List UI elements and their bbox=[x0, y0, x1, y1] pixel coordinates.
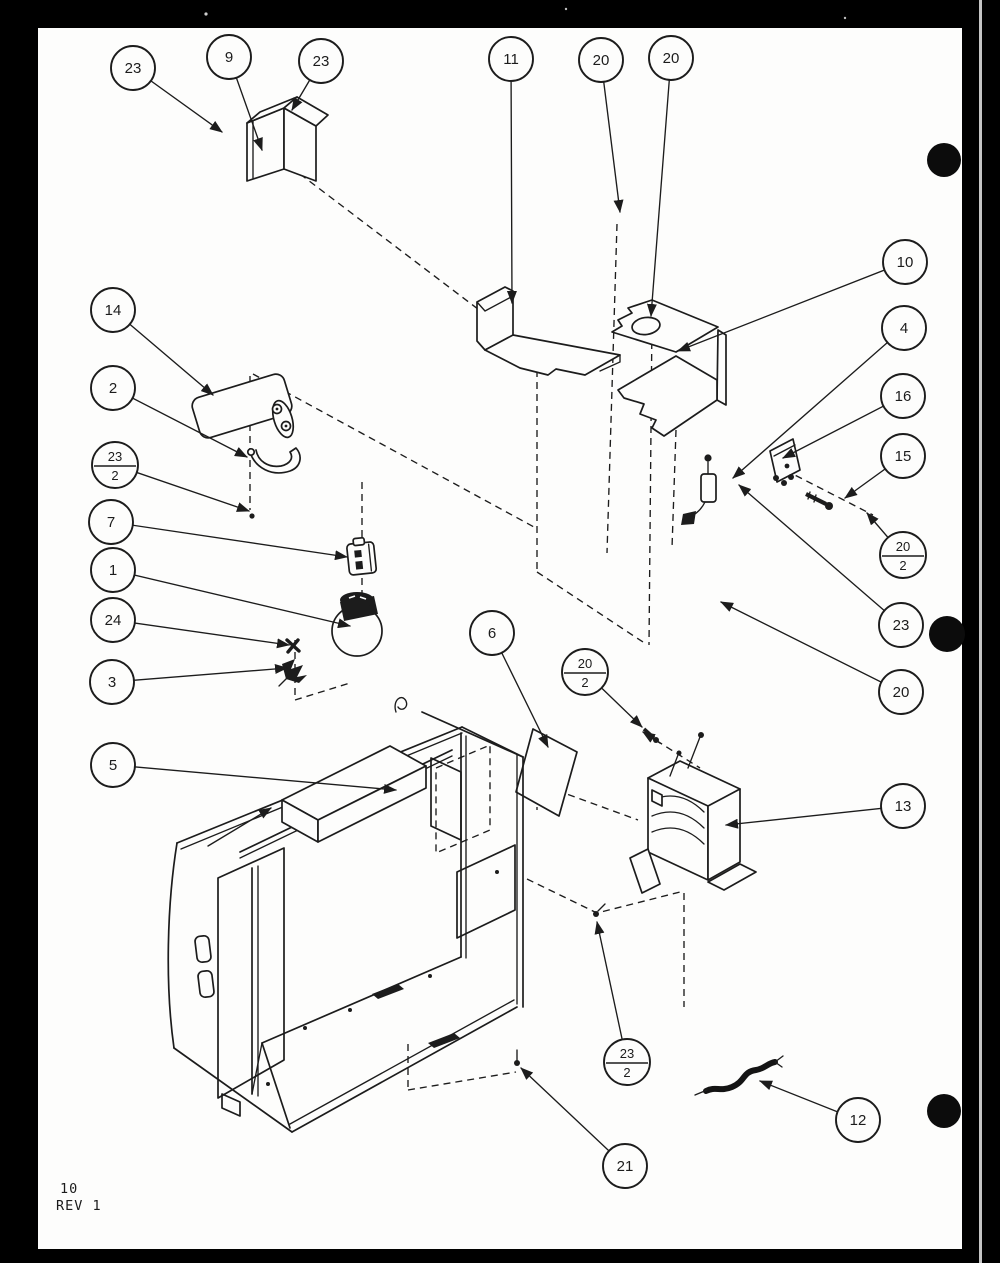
revision-label: REV 1 bbox=[56, 1198, 102, 1214]
registration-dot-bottom bbox=[927, 1094, 961, 1128]
scan-edge-sliver bbox=[979, 0, 982, 1263]
callout-4: 4 bbox=[881, 305, 927, 351]
callout-5: 5 bbox=[90, 742, 136, 788]
callout-20-right: 20 bbox=[878, 669, 924, 715]
svg-text:10: 10 bbox=[897, 254, 914, 271]
callout-12: 12 bbox=[835, 1097, 881, 1143]
callout-23-top-mid: 23 bbox=[298, 38, 344, 84]
lamp-socket-7 bbox=[346, 536, 378, 576]
svg-text:20: 20 bbox=[593, 52, 610, 69]
svg-text:23: 23 bbox=[108, 449, 122, 464]
callout-24: 24 bbox=[90, 597, 136, 643]
callout-13: 13 bbox=[880, 783, 926, 829]
svg-text:16: 16 bbox=[895, 388, 912, 405]
callout-21: 21 bbox=[602, 1143, 648, 1189]
svg-text:23: 23 bbox=[620, 1046, 634, 1061]
callout-20-2-mid: 20 2 bbox=[561, 648, 609, 696]
callout-7: 7 bbox=[88, 499, 134, 545]
callout-3: 3 bbox=[89, 659, 135, 705]
callout-2: 2 bbox=[90, 365, 136, 411]
svg-text:14: 14 bbox=[105, 302, 122, 319]
fuse-holder-4 bbox=[681, 454, 717, 525]
callout-11: 11 bbox=[488, 36, 534, 82]
svg-text:6: 6 bbox=[488, 625, 496, 642]
scan-speck bbox=[843, 16, 847, 20]
callout-14: 14 bbox=[90, 287, 136, 333]
svg-text:20: 20 bbox=[893, 684, 910, 701]
svg-text:12: 12 bbox=[850, 1112, 867, 1129]
svg-text:13: 13 bbox=[895, 798, 912, 815]
callout-16: 16 bbox=[880, 373, 926, 419]
svg-text:21: 21 bbox=[617, 1158, 634, 1175]
callout-6: 6 bbox=[469, 610, 515, 656]
callout-20-b: 20 bbox=[648, 35, 694, 81]
capacitor-14 bbox=[191, 373, 295, 439]
callout-9: 9 bbox=[206, 34, 252, 80]
callout-23-top-left: 23 bbox=[110, 45, 156, 91]
screw-23-2-target bbox=[249, 513, 255, 519]
registration-dot-top bbox=[927, 143, 961, 177]
cabinet-assembly bbox=[167, 696, 524, 1133]
svg-text:23: 23 bbox=[893, 617, 910, 634]
cover-plate-6 bbox=[515, 728, 578, 817]
clip-3 bbox=[278, 659, 307, 687]
mount-bracket-10 bbox=[611, 299, 727, 437]
transformer-13 bbox=[629, 732, 757, 894]
duct-bracket-11 bbox=[476, 286, 621, 376]
svg-text:2: 2 bbox=[623, 1065, 630, 1080]
svg-text:2: 2 bbox=[899, 558, 906, 573]
svg-text:9: 9 bbox=[225, 49, 233, 66]
screw-23-2-lower-target bbox=[593, 903, 606, 917]
svg-text:1: 1 bbox=[109, 562, 117, 579]
svg-text:7: 7 bbox=[107, 514, 115, 531]
scan-speck bbox=[204, 12, 208, 16]
svg-text:24: 24 bbox=[105, 612, 122, 629]
power-cord-12 bbox=[694, 1055, 784, 1096]
svg-text:3: 3 bbox=[108, 674, 116, 691]
scan-speck bbox=[564, 7, 568, 11]
capacitor-clamp-2 bbox=[246, 447, 301, 474]
svg-text:4: 4 bbox=[900, 320, 908, 337]
callout-20-2-right: 20 2 bbox=[879, 531, 927, 579]
svg-text:5: 5 bbox=[109, 757, 117, 774]
callout-15: 15 bbox=[880, 433, 926, 479]
svg-text:23: 23 bbox=[313, 53, 330, 70]
svg-text:2: 2 bbox=[109, 380, 117, 397]
svg-text:20: 20 bbox=[578, 656, 592, 671]
callout-23-right: 23 bbox=[878, 602, 924, 648]
svg-text:20: 20 bbox=[896, 539, 910, 554]
light-bulb-1 bbox=[331, 592, 383, 657]
callout-10: 10 bbox=[882, 239, 928, 285]
callout-20-a: 20 bbox=[578, 37, 624, 83]
svg-text:15: 15 bbox=[895, 448, 912, 465]
screw-15 bbox=[805, 491, 833, 510]
bolt-21-target bbox=[514, 1049, 520, 1066]
registration-dot-middle bbox=[929, 616, 965, 652]
svg-text:20: 20 bbox=[663, 50, 680, 67]
callout-23-2-left: 23 2 bbox=[91, 441, 139, 489]
callout-1: 1 bbox=[90, 547, 136, 593]
page-number: 10 bbox=[60, 1181, 78, 1197]
svg-text:11: 11 bbox=[503, 51, 519, 68]
svg-text:23: 23 bbox=[125, 60, 142, 77]
svg-text:2: 2 bbox=[581, 675, 588, 690]
svg-text:2: 2 bbox=[111, 468, 118, 483]
callout-23-2-bottom: 23 2 bbox=[603, 1038, 651, 1086]
